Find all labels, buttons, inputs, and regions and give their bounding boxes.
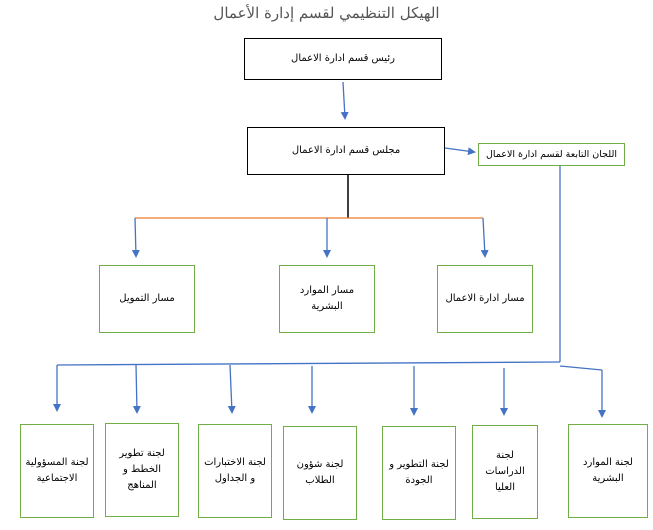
arrow-head-to-council [340,81,349,120]
connector-committees-right-extension [559,365,603,371]
department-head-label: رئيس قسم ادارة الاعمال [291,53,395,64]
committee-box: لجنة شؤون الطلاب [283,426,357,520]
committee-box: لجنة الموارد البشرية [568,424,648,518]
department-council-box: مجلس قسم ادارة الاعمال [247,127,445,175]
committee-label: لجنة الدراسات العليا [485,450,525,493]
committee-label: لجنة المسؤولية الاجتماعية [25,457,89,484]
arrow-to-track-business [480,217,489,258]
committee-label: لجنة الموارد البشرية [583,457,633,484]
arrow-council-to-committees-header [444,147,476,156]
committees-header-label: اللجان التابعة لقسم ادارة الاعمال [486,148,617,160]
committee-box: لجنة التطوير و الجودة [382,426,456,520]
committee-box: لجنة تطوير الخطط و المناهج [105,423,179,517]
committee-label: لجنة التطوير و الجودة [389,459,449,486]
track-business-box: مسار ادارة الاعمال [437,265,533,333]
committee-label: لجنة شؤون الطلاب [296,459,344,486]
department-head-box: رئيس قسم ادارة الاعمال [244,38,442,80]
track-hr-label: مسار الموارد البشرية [299,285,355,312]
committee-label: لجنة الاختبارات و الجداول [204,457,266,484]
track-business-label: مسار ادارة الاعمال [445,293,525,304]
committee-label: لجنة تطوير الخطط و المناهج [119,448,165,491]
committees-header-box: اللجان التابعة لقسم ادارة الاعمال [478,143,625,166]
arrow-to-committee-2 [132,364,141,414]
chart-title: الهيكل التنظيمي لقسم إدارة الأعمال [213,4,440,22]
arrow-to-track-finance [131,217,140,258]
arrow-to-committee-3 [227,364,236,414]
track-finance-box: مسار التمويل [99,265,195,333]
track-hr-box: مسار الموارد البشرية [279,265,375,333]
committee-box: لجنة المسؤولية الاجتماعية [20,424,94,518]
committee-box: لجنة الدراسات العليا [472,425,538,519]
track-finance-label: مسار التمويل [119,293,175,304]
department-council-label: مجلس قسم ادارة الاعمال [291,145,401,156]
committee-box: لجنة الاختبارات و الجداول [198,424,272,518]
connector-committees-horizontal [56,361,561,366]
